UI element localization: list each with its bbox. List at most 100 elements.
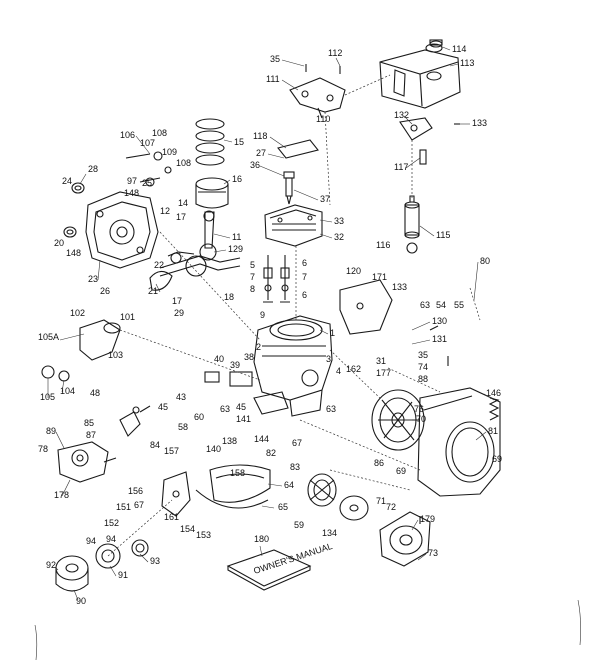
callout-39: 39 bbox=[230, 360, 240, 370]
callout-5: 5 bbox=[250, 260, 255, 270]
callout-157: 157 bbox=[164, 446, 179, 456]
callout-140: 140 bbox=[206, 444, 221, 454]
callout-36: 36 bbox=[250, 160, 260, 170]
callout-45: 45 bbox=[158, 402, 168, 412]
callout-105: 105 bbox=[40, 392, 55, 402]
callout-94b: 94 bbox=[106, 534, 116, 544]
oil-seals bbox=[63, 182, 85, 238]
fuel-line-parts bbox=[404, 149, 427, 254]
callout-130: 130 bbox=[432, 316, 447, 326]
callout-115: 115 bbox=[436, 230, 450, 240]
callout-154: 154 bbox=[180, 524, 195, 534]
callout-116: 116 bbox=[376, 240, 390, 250]
callout-7: 7 bbox=[250, 272, 255, 282]
camshaft bbox=[167, 251, 195, 264]
callout-12: 12 bbox=[160, 206, 170, 216]
callout-labels: 35 112 114 113 111 110 132 133 118 27 36… bbox=[38, 44, 502, 606]
callout-90: 90 bbox=[76, 596, 86, 606]
callout-148: 148 bbox=[124, 188, 139, 198]
tank-mount-bracket bbox=[399, 117, 433, 141]
callout-6b: 6 bbox=[302, 290, 307, 300]
callout-35b: 35 bbox=[418, 350, 428, 360]
callout-101: 101 bbox=[120, 312, 135, 322]
piston-rings bbox=[195, 118, 225, 166]
muffler bbox=[55, 555, 89, 592]
callout-81: 81 bbox=[488, 426, 498, 436]
callout-177: 177 bbox=[376, 368, 391, 378]
callout-114: 114 bbox=[452, 44, 466, 54]
cylinder-head bbox=[264, 204, 323, 247]
callout-55: 55 bbox=[454, 300, 464, 310]
callout-134: 134 bbox=[322, 528, 337, 538]
muffler-bracket bbox=[339, 279, 393, 335]
callout-94: 94 bbox=[86, 536, 96, 546]
callout-156: 156 bbox=[128, 486, 143, 496]
page-edge-marks bbox=[34, 599, 581, 661]
callout-70: 70 bbox=[416, 414, 426, 424]
fuel-cap bbox=[429, 39, 443, 48]
assembly-guide-lines bbox=[107, 74, 481, 557]
callout-105a: 105A bbox=[38, 332, 59, 342]
callout-8: 8 bbox=[250, 284, 255, 294]
callout-16: 16 bbox=[232, 174, 242, 184]
callout-4: 4 bbox=[336, 366, 341, 376]
owners-manual: OWNER'S MANUAL bbox=[226, 541, 334, 591]
callout-117: 117 bbox=[394, 162, 408, 172]
callout-162: 162 bbox=[346, 364, 361, 374]
callout-87: 87 bbox=[86, 430, 96, 440]
callout-144: 144 bbox=[254, 434, 269, 444]
engine-shroud bbox=[195, 464, 271, 509]
callout-35: 35 bbox=[270, 54, 280, 64]
callout-38: 38 bbox=[244, 352, 254, 362]
callout-72: 72 bbox=[386, 502, 396, 512]
callout-17b: 17 bbox=[172, 296, 182, 306]
callout-3: 3 bbox=[326, 354, 331, 364]
callout-148b: 148 bbox=[66, 248, 81, 258]
callout-37: 37 bbox=[320, 194, 330, 204]
tank-bracket bbox=[289, 77, 346, 119]
callout-73: 73 bbox=[428, 548, 438, 558]
callout-31: 31 bbox=[376, 356, 386, 366]
piston bbox=[195, 177, 229, 209]
throttle-linkage bbox=[119, 405, 151, 437]
callout-15: 15 bbox=[234, 137, 244, 147]
callout-63b: 63 bbox=[220, 404, 230, 414]
starter-pulley bbox=[339, 495, 369, 521]
callout-107: 107 bbox=[140, 138, 155, 148]
callout-80: 80 bbox=[480, 256, 490, 266]
flywheel bbox=[371, 389, 425, 451]
callout-103: 103 bbox=[108, 350, 123, 360]
callout-67: 67 bbox=[292, 438, 302, 448]
callout-85: 85 bbox=[84, 418, 94, 428]
valve-cover-plate bbox=[277, 139, 319, 159]
callout-65: 65 bbox=[278, 502, 288, 512]
callout-110: 110 bbox=[316, 114, 330, 124]
callout-118: 118 bbox=[253, 131, 267, 141]
callout-67b: 67 bbox=[134, 500, 144, 510]
control-bracket bbox=[161, 471, 191, 517]
callout-138: 138 bbox=[222, 436, 237, 446]
callout-178: 178 bbox=[54, 490, 69, 500]
callout-153: 153 bbox=[196, 530, 211, 540]
callout-29: 29 bbox=[174, 308, 184, 318]
callout-158: 158 bbox=[230, 468, 245, 478]
recoil-starter bbox=[379, 511, 431, 567]
callout-26: 26 bbox=[100, 286, 110, 296]
callout-18: 18 bbox=[224, 292, 234, 302]
callout-63: 63 bbox=[420, 300, 430, 310]
callout-93: 93 bbox=[150, 556, 160, 566]
callout-146: 146 bbox=[486, 388, 501, 398]
callout-92: 92 bbox=[46, 560, 56, 570]
callout-43: 43 bbox=[176, 392, 186, 402]
callout-151: 151 bbox=[116, 502, 131, 512]
callout-69b: 69 bbox=[396, 466, 406, 476]
callout-129: 129 bbox=[228, 244, 243, 254]
callout-133: 133 bbox=[472, 118, 487, 128]
spark-plug bbox=[283, 171, 295, 205]
callout-21: 21 bbox=[148, 286, 158, 296]
callout-33: 33 bbox=[334, 216, 344, 226]
callout-161: 161 bbox=[164, 512, 179, 522]
callout-6: 6 bbox=[302, 258, 307, 268]
callout-23: 23 bbox=[88, 274, 98, 284]
callout-113: 113 bbox=[460, 58, 474, 68]
